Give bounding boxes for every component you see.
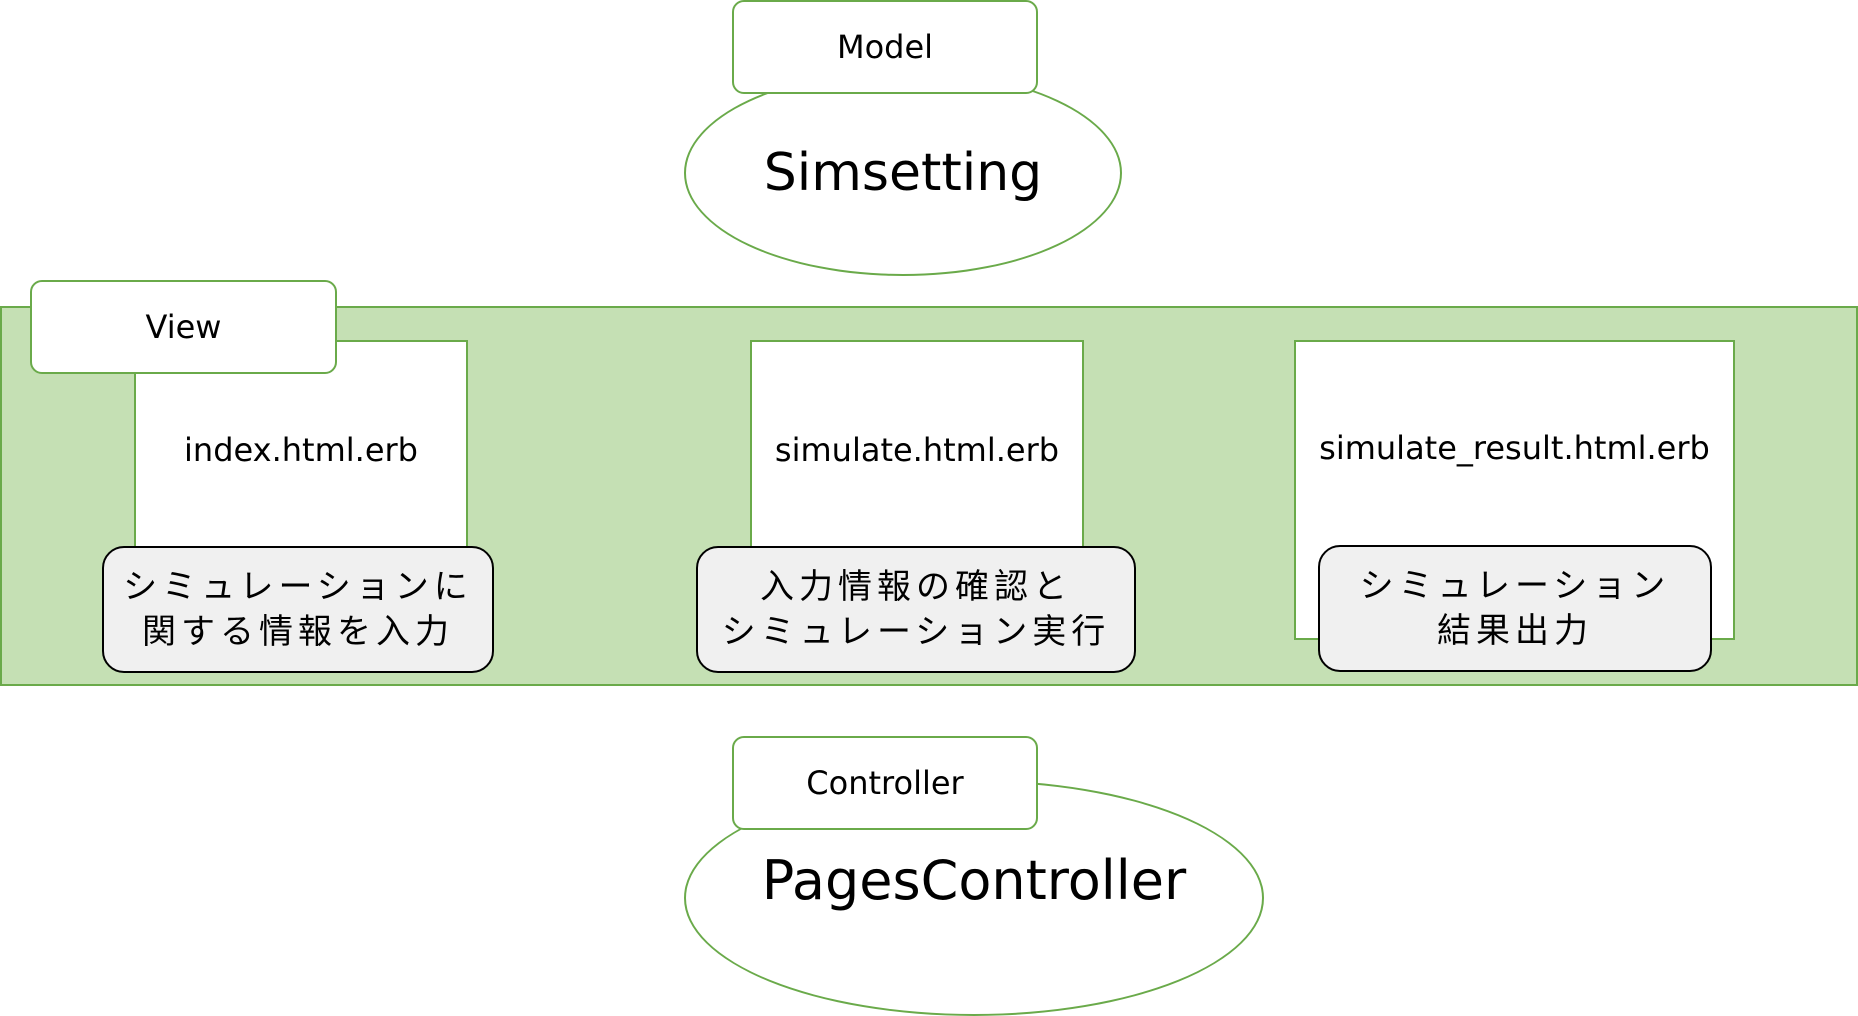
model-ellipse: Simsetting	[684, 70, 1122, 276]
controller-tag: Controller	[732, 736, 1038, 830]
view-desc-simulate-result: シミュレーション 結果出力	[1318, 545, 1712, 672]
view-desc-index: シミュレーションに 関する情報を入力	[102, 546, 494, 673]
desc-line: 入力情報の確認と	[760, 567, 1072, 608]
controller-tag-label: Controller	[806, 764, 964, 802]
desc-line: シミュレーションに	[123, 567, 473, 608]
desc-line: シミュレーション実行	[721, 611, 1111, 652]
view-desc-simulate: 入力情報の確認と シミュレーション実行	[696, 546, 1136, 673]
view-tag-label: View	[145, 308, 222, 346]
file-name: simulate_result.html.erb	[1319, 429, 1710, 467]
desc-line: 結果出力	[1437, 610, 1593, 651]
controller-name: PagesController	[761, 848, 1187, 912]
desc-line: シミュレーション	[1359, 566, 1671, 607]
desc-line: 関する情報を入力	[142, 611, 454, 652]
model-tag-label: Model	[836, 28, 934, 66]
file-name: simulate.html.erb	[774, 431, 1060, 469]
model-name: Simsetting	[763, 143, 1043, 203]
file-name: index.html.erb	[184, 431, 418, 469]
model-tag: Model	[732, 0, 1038, 94]
view-tag: View	[30, 280, 337, 374]
